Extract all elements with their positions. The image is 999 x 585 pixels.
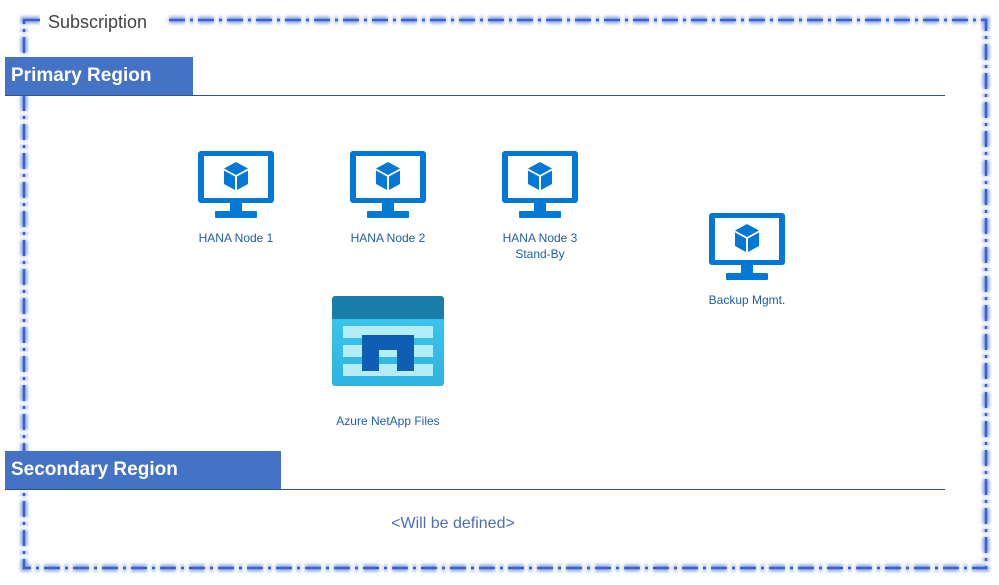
hana-node-2-label: HANA Node 2: [350, 231, 426, 245]
azure-netapp-files[interactable]: Azure NetApp Files: [313, 295, 463, 429]
hana-node-3-label-line2: Stand-By: [515, 247, 565, 261]
backup-mgmt-node[interactable]: Backup Mgmt.: [687, 212, 807, 308]
virtual-machine-icon: [198, 151, 274, 218]
virtual-machine-icon: [709, 213, 785, 280]
virtual-machine-icon: [502, 151, 578, 218]
secondary-region-banner: Secondary Region: [5, 451, 281, 489]
hana-node-1-label: HANA Node 1: [198, 231, 274, 245]
hana-node-3[interactable]: HANA Node 3 Stand-By: [480, 150, 600, 262]
hana-node-1[interactable]: HANA Node 1: [176, 150, 296, 246]
hana-node-3-label: HANA Node 3 Stand-By: [480, 230, 600, 262]
primary-region-banner: Primary Region: [5, 57, 193, 95]
primary-region-title: Primary Region: [11, 65, 152, 86]
secondary-region-divider: [5, 489, 945, 490]
secondary-region-title: Secondary Region: [11, 459, 178, 480]
secondary-region-placeholder: <Will be defined>: [391, 515, 515, 532]
azure-netapp-files-label: Azure NetApp Files: [336, 414, 440, 428]
hana-node-3-label-line1: HANA Node 3: [502, 231, 578, 245]
azure-netapp-files-icon: [332, 296, 444, 386]
backup-mgmt-label: Backup Mgmt.: [708, 293, 786, 307]
primary-region-divider: [5, 95, 945, 96]
virtual-machine-icon: [350, 151, 426, 218]
subscription-title: Subscription: [40, 8, 166, 36]
hana-node-2[interactable]: HANA Node 2: [328, 150, 448, 246]
